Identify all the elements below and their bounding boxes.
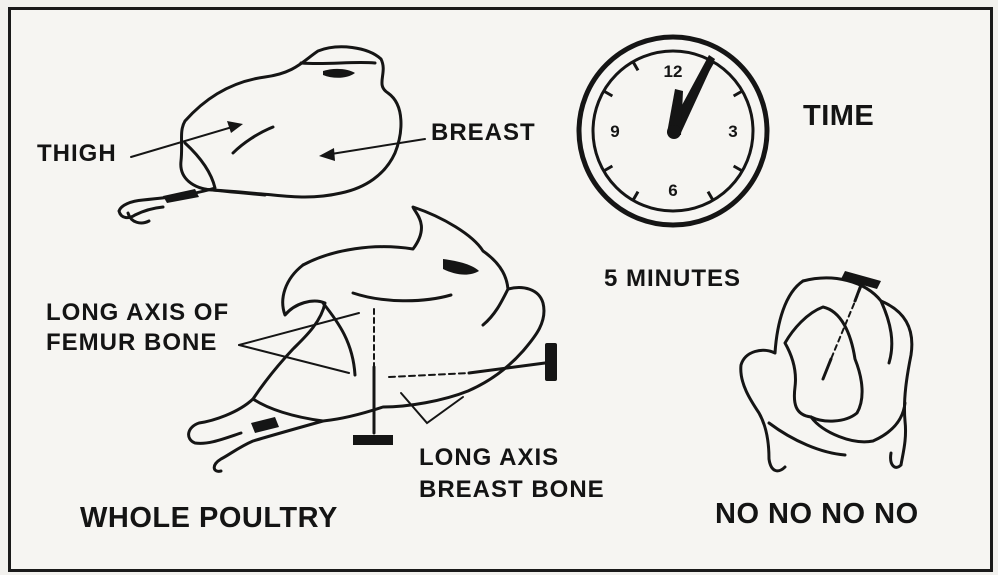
diagonal-thermometer-icon	[823, 271, 881, 379]
label-five-minutes: 5 MINUTES	[604, 267, 741, 291]
clock-tick	[708, 192, 713, 200]
label-femur-line2: FEMUR BONE	[46, 331, 217, 355]
breast-arrow	[319, 139, 425, 161]
clock-tick	[605, 92, 613, 97]
label-breastbone-line1: LONG AXIS	[419, 446, 559, 470]
clock-tick	[734, 92, 742, 97]
label-no-no: NO NO NO NO	[715, 500, 919, 529]
clock-numeral-9: 9	[610, 122, 619, 141]
clock-tick	[634, 63, 639, 71]
clock-numeral-6: 6	[668, 181, 677, 200]
horizontal-thermometer-icon	[389, 343, 557, 381]
label-femur-line1: LONG AXIS OF	[46, 301, 229, 325]
thigh-arrow	[131, 121, 243, 157]
top-poultry-drawing	[119, 47, 401, 223]
whole-poultry-drawing	[189, 207, 544, 471]
label-time: TIME	[803, 102, 874, 131]
clock-tick	[634, 192, 639, 200]
clock-numeral-3: 3	[728, 122, 737, 141]
clock-tick	[734, 166, 742, 171]
label-breastbone-line2: BREAST BONE	[419, 478, 605, 502]
label-whole-poultry: WHOLE POULTRY	[80, 504, 338, 533]
clock-tick	[605, 166, 613, 171]
clock-icon: 12 3 6 9	[579, 37, 767, 225]
label-breast: BREAST	[431, 121, 536, 145]
label-thigh: THIGH	[37, 142, 117, 166]
clock-numeral-12: 12	[664, 62, 683, 81]
vertical-thermometer-icon	[353, 309, 393, 445]
